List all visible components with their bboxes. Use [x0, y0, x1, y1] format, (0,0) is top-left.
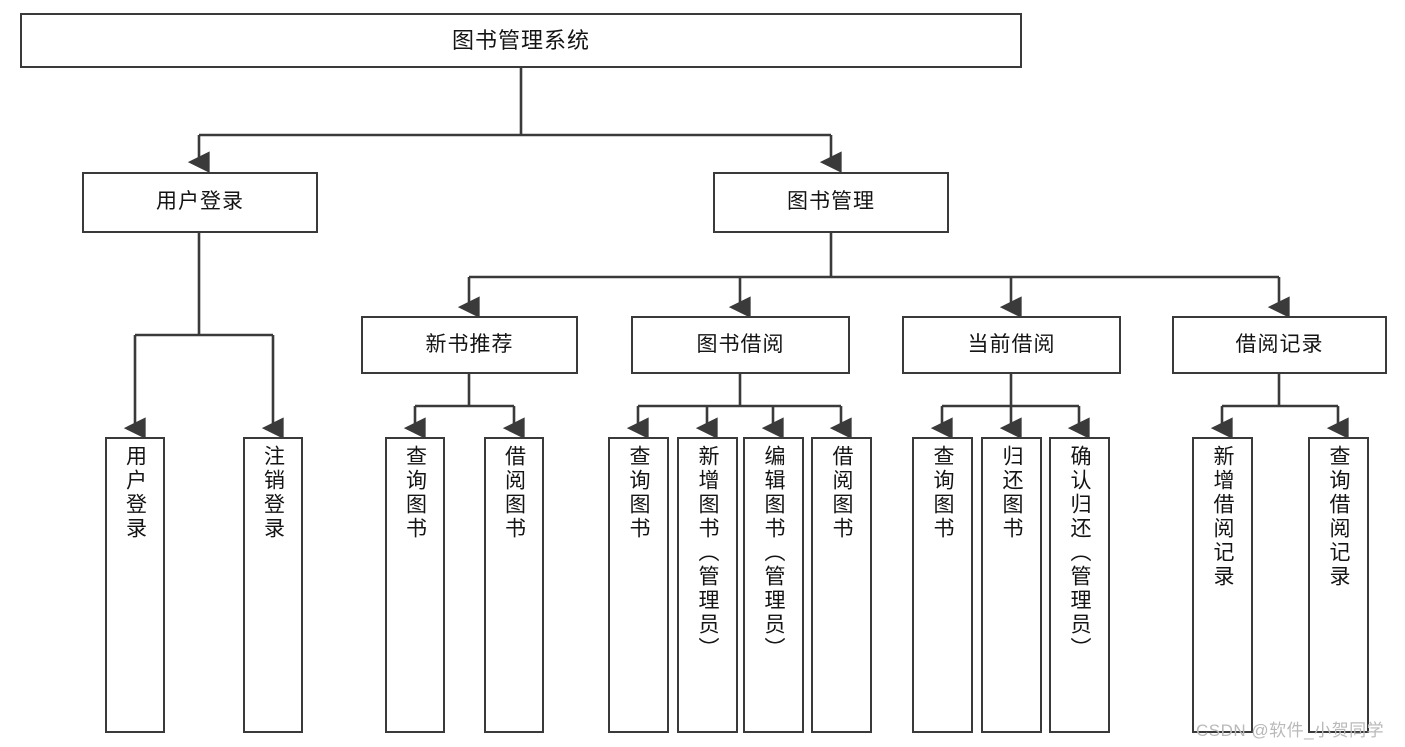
node-label: 注销登录: [261, 445, 285, 541]
node-current-borrow[interactable]: 当前借阅: [902, 316, 1121, 374]
leaf-recommend-query-book[interactable]: 查询图书: [385, 437, 445, 733]
leaf-borrow-query-book[interactable]: 查询图书: [608, 437, 669, 733]
node-label: 图书管理系统: [451, 27, 590, 53]
node-label: 借阅记录: [1235, 332, 1324, 356]
node-label: 编辑图书（管理员）: [762, 445, 785, 661]
node-book-management[interactable]: 图书管理: [713, 172, 949, 233]
leaf-record-add-record[interactable]: 新增借阅记录: [1192, 437, 1253, 733]
node-label: 新书推荐: [425, 332, 514, 356]
leaf-user-login-login[interactable]: 用户登录: [105, 437, 165, 733]
node-label: 查询图书: [403, 445, 427, 541]
leaf-recommend-borrow-book[interactable]: 借阅图书: [484, 437, 544, 733]
node-user-login[interactable]: 用户登录: [82, 172, 318, 233]
node-new-book-recommend[interactable]: 新书推荐: [361, 316, 578, 374]
node-label: 新增借阅记录: [1211, 445, 1234, 589]
leaf-borrow-add-book-admin[interactable]: 新增图书（管理员）: [677, 437, 738, 733]
leaf-current-return-book[interactable]: 归还图书: [981, 437, 1042, 733]
node-book-borrow[interactable]: 图书借阅: [631, 316, 850, 374]
leaf-current-confirm-return-admin[interactable]: 确认归还（管理员）: [1049, 437, 1110, 733]
node-label: 借阅图书: [830, 445, 853, 541]
leaf-record-query-record[interactable]: 查询借阅记录: [1308, 437, 1369, 733]
node-label: 查询图书: [627, 445, 650, 541]
node-label: 借阅图书: [502, 445, 526, 541]
node-label: 新增图书（管理员）: [696, 445, 719, 661]
leaf-borrow-edit-book-admin[interactable]: 编辑图书（管理员）: [743, 437, 804, 733]
node-label: 当前借阅: [967, 332, 1056, 356]
leaf-borrow-borrow-book[interactable]: 借阅图书: [811, 437, 872, 733]
csdn-watermark: CSDN @软件_小贺同学: [1196, 721, 1385, 740]
node-borrow-record[interactable]: 借阅记录: [1172, 316, 1387, 374]
node-label: 确认归还（管理员）: [1068, 445, 1091, 661]
node-label: 归还图书: [1000, 445, 1023, 541]
node-label: 用户登录: [123, 445, 147, 541]
leaf-current-query-book[interactable]: 查询图书: [912, 437, 973, 733]
node-label: 图书借阅: [696, 332, 785, 356]
node-label: 图书管理: [787, 190, 875, 214]
node-label: 查询借阅记录: [1327, 445, 1350, 589]
node-label: 查询图书: [931, 445, 954, 541]
node-label: 用户登录: [156, 190, 244, 214]
leaf-user-login-logout[interactable]: 注销登录: [243, 437, 303, 733]
node-root-system[interactable]: 图书管理系统: [20, 13, 1022, 68]
